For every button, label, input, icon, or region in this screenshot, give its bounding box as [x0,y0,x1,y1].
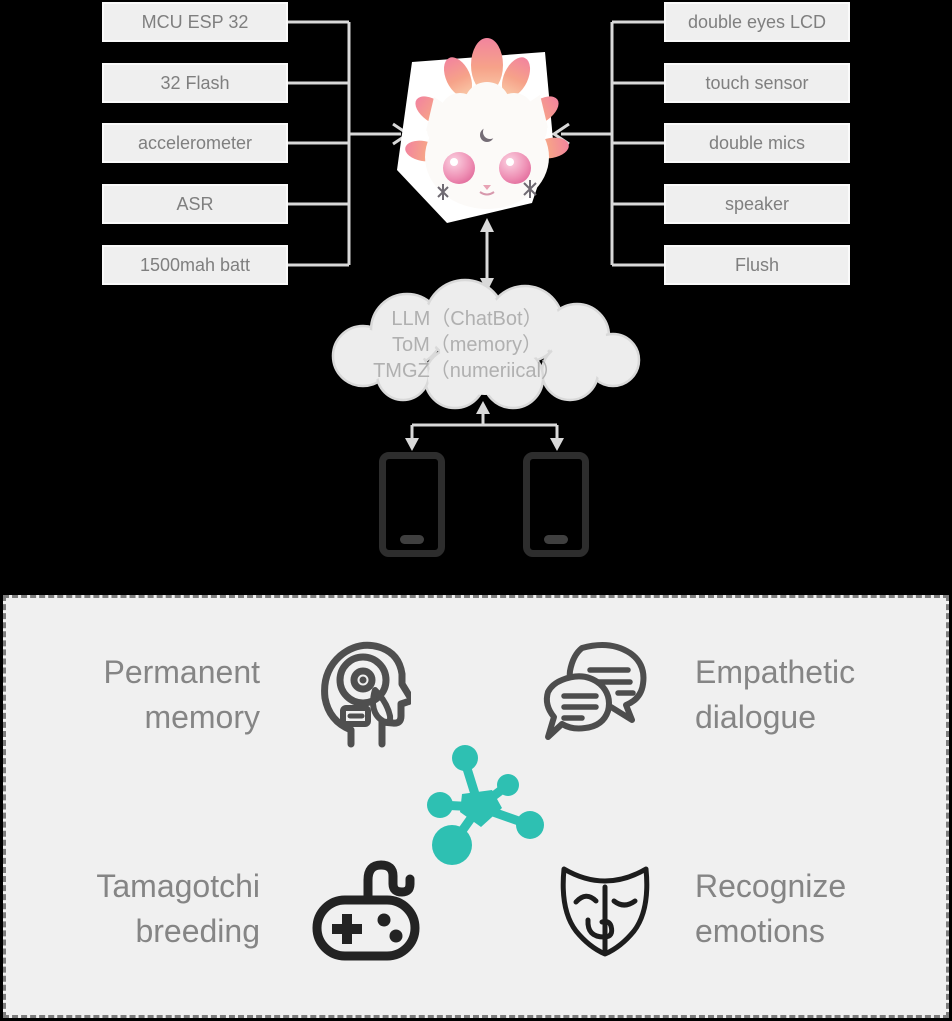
cloud-line-tmgz: TMGZ（numeriical） [373,360,561,382]
feature-recognize-emotions: Recognize emotions [695,864,945,954]
connector-lines [288,20,664,451]
hardware-box-accelerometer: accelerometer [102,123,288,163]
cloud-line-llm: LLM（ChatBot） [391,308,543,330]
hardware-box-mcu: MCU ESP 32 [102,2,288,42]
game-controller-icon [312,860,420,961]
feature-tamagotchi-breeding: Tamagotchi breeding [20,864,260,954]
cloud-shape [331,278,641,410]
chat-bubbles-icon [543,641,647,740]
hardware-box-asr: ASR [102,184,288,224]
hardware-box-mics: double mics [664,123,850,163]
feature-label-line: Permanent [103,654,260,690]
theater-mask-icon [560,866,650,957]
hardware-box-lcd: double eyes LCD [664,2,850,42]
feature-label-line: breeding [135,913,260,949]
cloud-line-tom: ToM（memory） [391,334,542,356]
flame-cat-mascot [397,38,569,223]
hardware-box-flash: 32 Flash [102,63,288,103]
phone-home-button [400,535,424,544]
hardware-box-flush: Flush [664,245,850,285]
hardware-box-battery: 1500mah batt [102,245,288,285]
phone-home-button [544,535,568,544]
hardware-box-speaker: speaker [664,184,850,224]
feature-empathetic-dialogue: Empathetic dialogue [695,650,945,740]
feature-label-line: emotions [695,913,825,949]
feature-label-line: Recognize [695,868,847,904]
head-memory-icon [321,641,411,748]
feature-label-line: Empathetic [695,654,856,690]
feature-permanent-memory: Permanent memory [20,650,260,740]
cloud-services-label: LLM（ChatBot） ToM（memory） TMGZ（numeriical… [317,306,617,384]
feature-label-line: memory [144,699,260,735]
feature-label-line: dialogue [695,699,816,735]
hardware-box-touch-sensor: touch sensor [664,63,850,103]
smartphone-icon [523,452,589,557]
molecule-icon [427,745,544,865]
feature-label-line: Tamagotchi [96,868,260,904]
smartphone-icon [379,452,445,557]
